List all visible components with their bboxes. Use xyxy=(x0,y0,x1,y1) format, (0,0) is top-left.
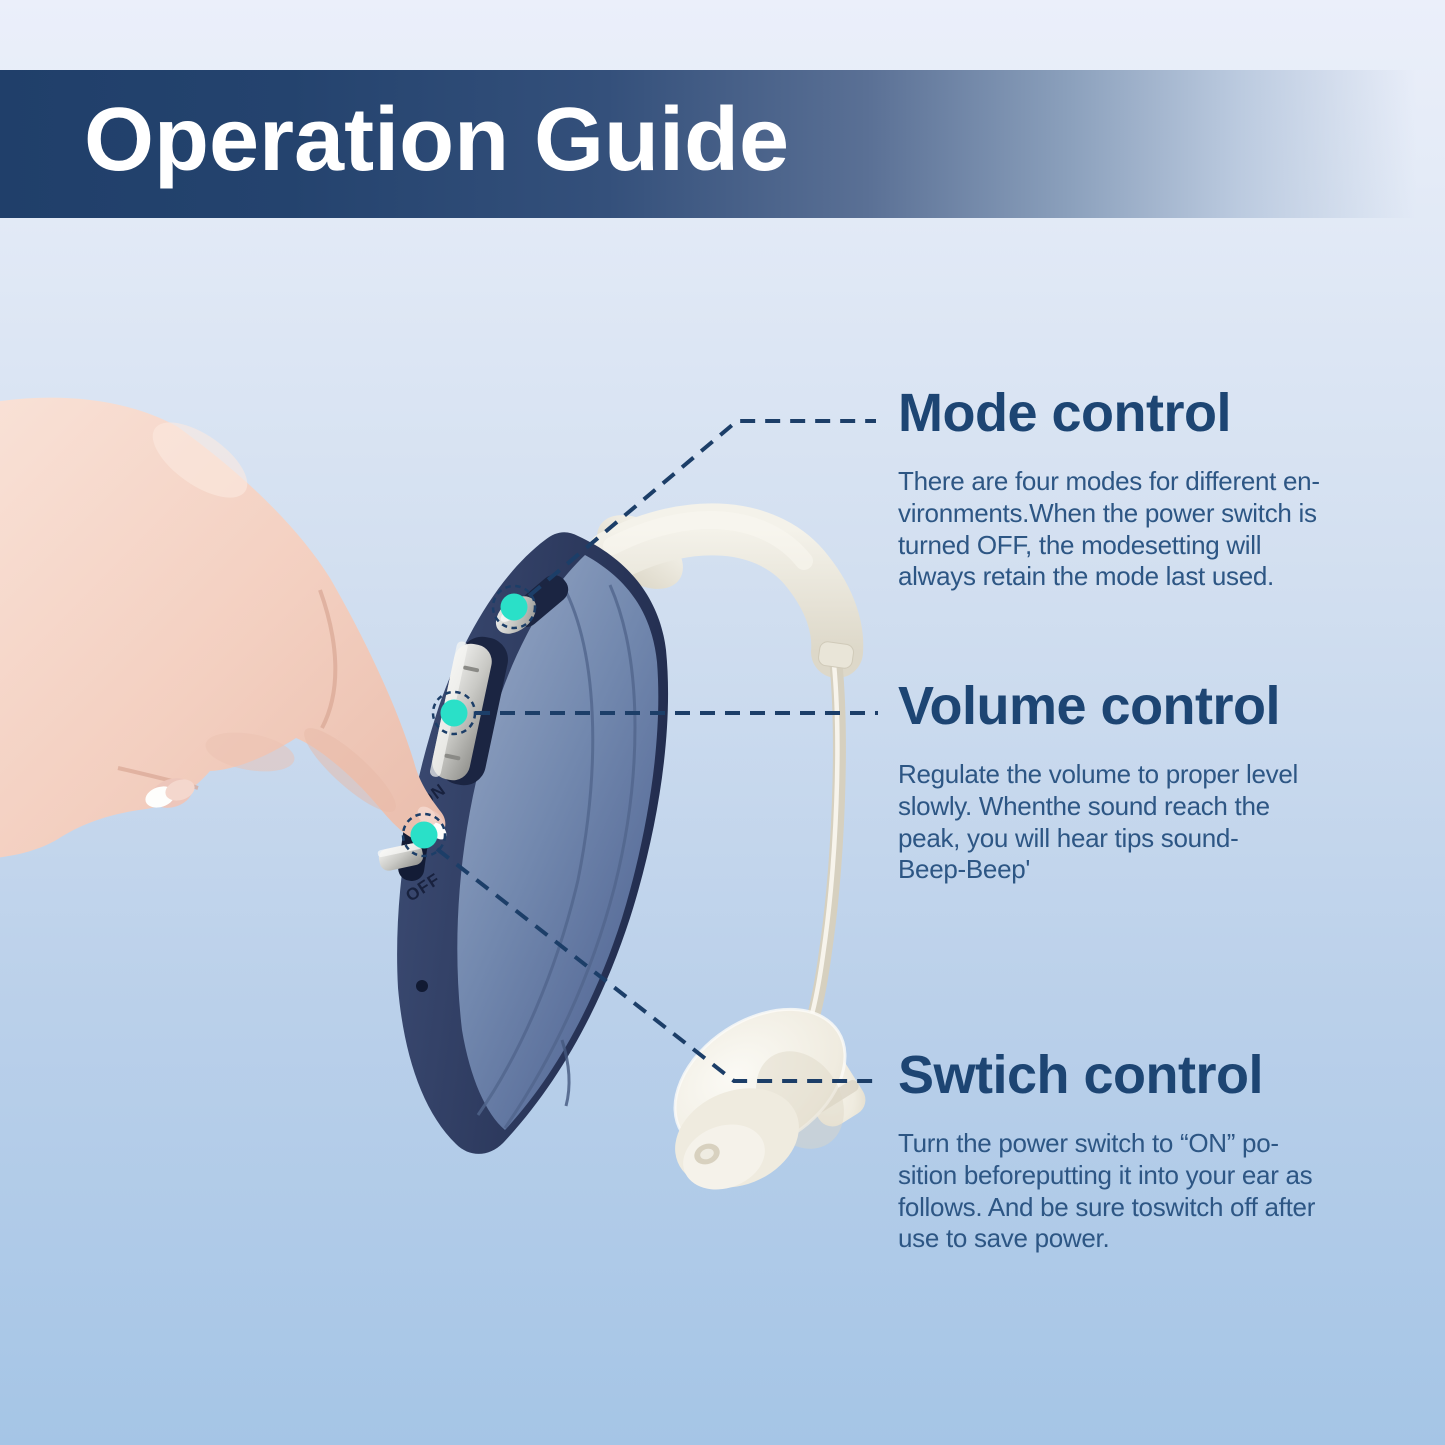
mode-control-section: Mode control There are four modes for di… xyxy=(898,382,1423,593)
mode-control-heading: Mode control xyxy=(898,383,1231,443)
title-banner: Operation Guide xyxy=(0,70,1445,218)
switch-control-section: Swtich control Turn the power switch to … xyxy=(898,1044,1423,1255)
mode-marker-ring xyxy=(491,584,537,630)
mic-hole xyxy=(416,980,428,992)
volume-control-heading: Volume control xyxy=(898,676,1281,736)
volume-marker-dot xyxy=(440,699,468,727)
switch-control-description: Turn the power switch to “ON” po- sition… xyxy=(898,1128,1316,1254)
switch-leader-line xyxy=(435,847,876,1083)
pointing-hand xyxy=(0,397,447,858)
switch-control-heading: Swtich control xyxy=(898,1045,1264,1105)
sound-tube xyxy=(794,641,854,1059)
tube-collar xyxy=(818,641,854,669)
mode-marker-dot xyxy=(500,593,528,621)
volume-marker-ring xyxy=(431,690,477,736)
mode-leader-line xyxy=(527,419,876,598)
switch-marker-dot xyxy=(410,821,438,849)
page-title: Operation Guide xyxy=(84,90,790,190)
ear-dome xyxy=(673,1007,866,1190)
thumb-nail xyxy=(145,778,195,808)
body-faceplate xyxy=(457,555,659,1130)
callout-markers xyxy=(401,584,537,858)
volume-control-section: Volume control Regulate the volume to pr… xyxy=(898,675,1423,886)
hearing-aid-body: ON OFF xyxy=(377,532,669,1154)
volume-control-description: Regulate the volume to proper level slow… xyxy=(898,759,1298,885)
switch-marker-ring xyxy=(401,812,447,858)
mode-control-description: There are four modes for different en- v… xyxy=(898,466,1320,592)
